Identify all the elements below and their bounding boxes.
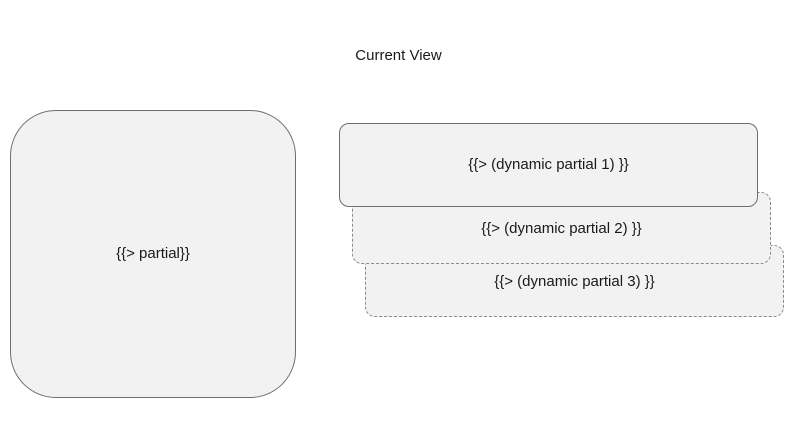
diagram-title: Current View [355,47,442,64]
static-partial-box: {{> partial}} [10,110,296,398]
dynamic-partial-1-label: {{> (dynamic partial 1) }} [468,156,629,173]
dynamic-partial-3-label: {{> (dynamic partial 3) }} [494,273,655,290]
dynamic-partial-1-box: {{> (dynamic partial 1) }} [339,123,758,207]
dynamic-partial-2-label: {{> (dynamic partial 2) }} [481,220,642,237]
static-partial-label: {{> partial}} [116,245,190,262]
